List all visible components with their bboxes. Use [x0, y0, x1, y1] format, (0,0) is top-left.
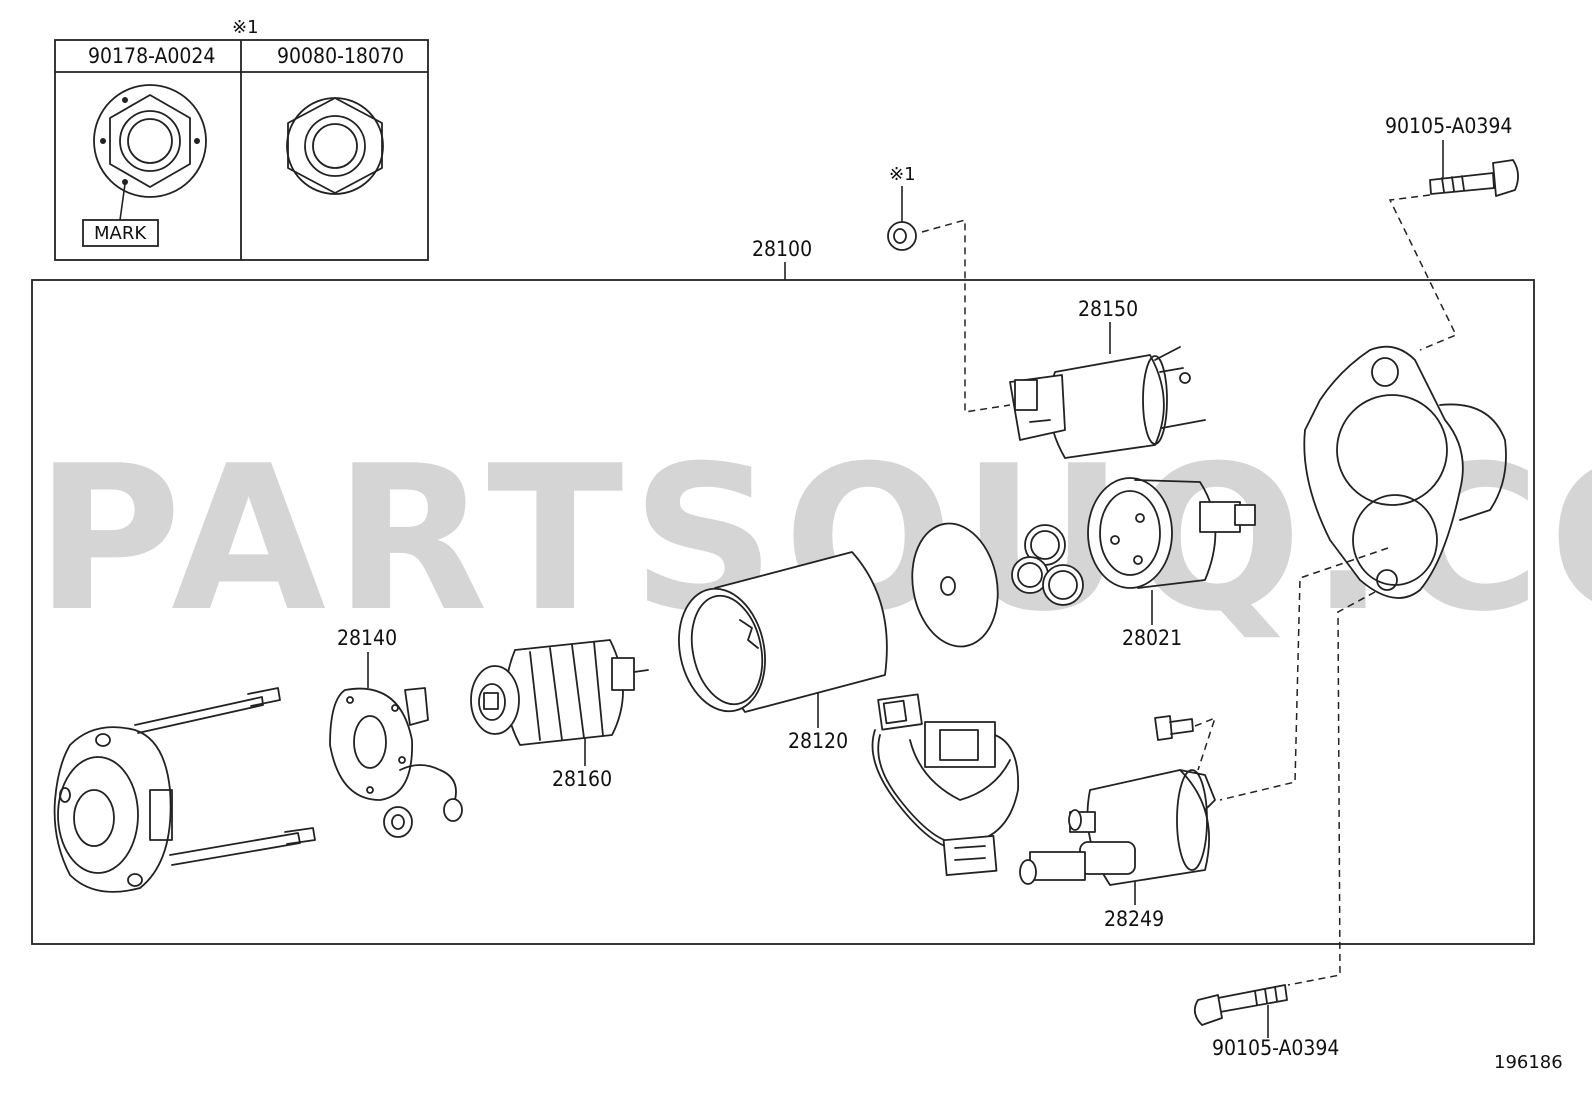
label-28160: 28160 [552, 767, 612, 791]
assembly-box [31, 279, 1535, 945]
mark-label: MARK [94, 223, 147, 244]
nut-inset-table: ※1 90178-A0024 90080-18070 MARK [54, 17, 429, 261]
drive-housing-28021-icon [1087, 477, 1256, 589]
label-bolt-top: 90105-A0394 [1385, 114, 1512, 138]
brush-nut-icon [383, 806, 413, 838]
label-28100: 28100 [752, 237, 812, 261]
label-28021: 28021 [1122, 626, 1182, 650]
through-bolt-upper-icon [134, 687, 281, 734]
yoke-28120-icon [678, 551, 888, 713]
flange-nut-icon [93, 84, 207, 198]
diagram-id: 196186 [1494, 1052, 1563, 1073]
armature-28160-icon [470, 639, 649, 746]
label-bolt-bottom: 90105-A0394 [1212, 1036, 1339, 1060]
planetary-gear-icon [1011, 524, 1084, 606]
cover-disk-icon [911, 522, 999, 648]
magnet-switch-28249-icon [1019, 769, 1216, 886]
label-28150: 28150 [1078, 297, 1138, 321]
small-nut-icon [887, 221, 917, 251]
inset-note-mark: ※1 [232, 17, 259, 38]
solenoid-28150-icon [1009, 346, 1206, 459]
label-28120: 28120 [788, 729, 848, 753]
inset-part-right: 90080-18070 [277, 44, 404, 68]
label-nut-note: ※1 [889, 164, 916, 185]
hex-nut-icon [286, 97, 384, 195]
front-housing-icon [1303, 345, 1507, 599]
label-28249: 28249 [1104, 907, 1164, 931]
bottom-bolt-icon [1193, 984, 1288, 1026]
small-bolt-icon [1154, 715, 1194, 741]
inset-part-left: 90178-A0024 [88, 44, 215, 68]
top-bolt-icon [1429, 159, 1519, 197]
end-frame-icon [53, 726, 173, 893]
through-bolt-lower-icon [169, 827, 316, 866]
wire-harness-icon [871, 693, 1020, 877]
label-28140: 28140 [337, 626, 397, 650]
brush-holder-28140-icon [329, 687, 463, 822]
